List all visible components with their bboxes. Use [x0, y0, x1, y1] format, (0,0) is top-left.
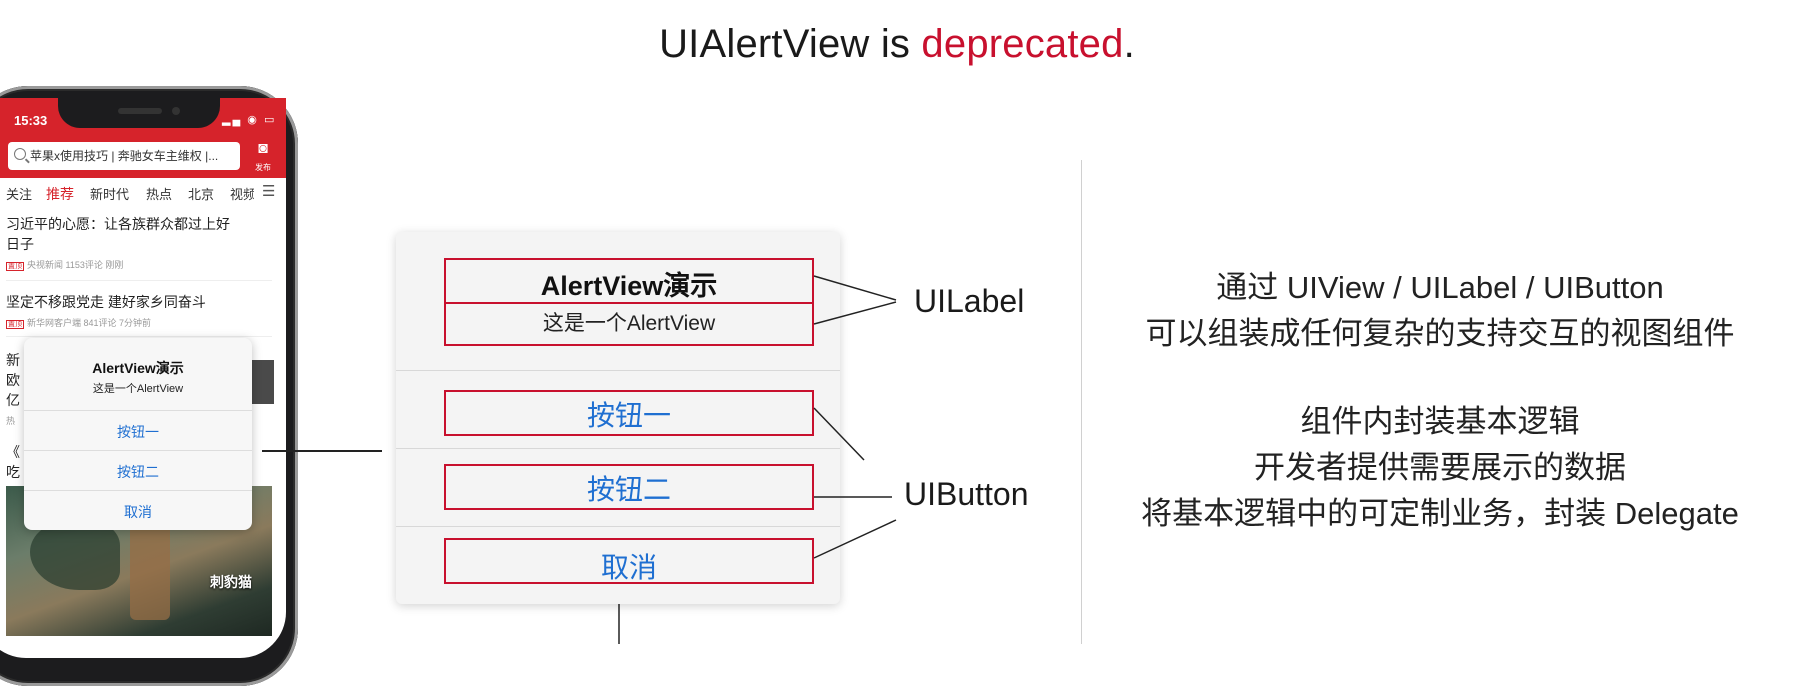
camera-icon[interactable]: ◙	[258, 140, 268, 157]
news-item-title[interactable]: 习近平的心愿：让各族群众都过上好日子	[6, 216, 230, 252]
right-text-line: 组件内封装基本逻辑	[1300, 404, 1580, 439]
news-meta-text: 新华网客户端 841评论 7分钟前	[27, 318, 152, 328]
divider	[396, 370, 840, 371]
news-thumbnail	[252, 360, 274, 404]
divider	[396, 448, 840, 449]
diagram-alert-view	[396, 232, 840, 604]
menu-icon[interactable]: ☰	[262, 183, 276, 200]
tab-follow[interactable]: 关注	[6, 187, 33, 202]
tab-hot[interactable]: 热点	[146, 187, 173, 202]
news-meta-text: 央视新闻 1153评论 刚刚	[27, 260, 124, 270]
button-highlight-box	[444, 538, 814, 584]
callout-lines	[618, 275, 897, 644]
mini-alert-title: AlertView演示	[92, 360, 184, 376]
news-item-title[interactable]: 坚定不移跟党走 建好家乡同奋斗	[6, 294, 206, 310]
tab-new-era[interactable]: 新时代	[90, 187, 130, 202]
divider	[396, 526, 840, 527]
news-item-meta: 置顶央视新闻 1153评论 刚刚	[6, 258, 123, 271]
mini-alert-cancel-button[interactable]: 取消	[124, 504, 152, 520]
diagram-button-two[interactable]: 按钮二	[586, 474, 671, 505]
image-caption: 刺豹猫	[210, 574, 252, 590]
uibutton-callout: UIButton	[904, 476, 1029, 512]
mini-alert-view	[24, 338, 252, 530]
tab-recommend[interactable]: 推荐	[46, 186, 74, 202]
diagram-button-one[interactable]: 按钮一	[586, 400, 671, 431]
button-highlight-box	[444, 464, 814, 510]
mini-alert-button-two[interactable]: 按钮二	[117, 464, 159, 480]
button-highlight-box	[444, 390, 814, 436]
divider	[24, 450, 252, 451]
right-text-line: 将基本逻辑中的可定制业务，封装 Delegate	[1141, 496, 1739, 531]
right-text-line: 通过 UIView / UILabel / UIButton	[1216, 270, 1664, 305]
channel-tabs	[0, 178, 286, 206]
label-highlight-box	[444, 302, 814, 346]
mini-alert-message: 这是一个AlertView	[92, 383, 184, 395]
mini-alert-button-one[interactable]: 按钮一	[117, 424, 159, 440]
right-text-line: 开发者提供需要展示的数据	[1254, 450, 1626, 485]
news-item-fragment: 亿	[6, 392, 20, 408]
connector-line	[262, 450, 382, 452]
speaker-grille	[118, 108, 162, 114]
divider	[24, 490, 252, 491]
title-accent: deprecated	[921, 22, 1124, 66]
news-tag: 置顶	[6, 320, 24, 329]
divider	[24, 410, 252, 411]
front-camera	[172, 107, 180, 115]
image-creature	[30, 520, 120, 590]
search-input[interactable]: 苹果x使用技巧 | 奔驰女车主维权 |...	[8, 142, 240, 170]
title-prefix: UIAlertView is	[659, 22, 922, 66]
news-item-fragment: 新	[6, 352, 20, 368]
signal-wifi-battery-icon: ▂▄ ◉ ▭	[222, 114, 277, 126]
publish-label: 发布	[255, 163, 271, 172]
news-item-fragment: 吃	[6, 464, 20, 480]
tab-beijing[interactable]: 北京	[188, 187, 215, 202]
tab-video[interactable]: 视频	[230, 187, 254, 202]
right-text-line: 可以组装成任何复杂的支持交互的视图组件	[1145, 316, 1735, 351]
diagram-cancel-button[interactable]: 取消	[600, 552, 657, 583]
news-item-meta: 置顶新华网客户端 841评论 7分钟前	[6, 316, 151, 329]
news-item-fragment: 《	[6, 444, 20, 460]
title-suffix: .	[1123, 22, 1135, 66]
news-item-fragment: 欧	[6, 372, 20, 388]
divider	[6, 280, 272, 281]
vertical-divider	[1081, 160, 1082, 644]
diagram-alert-message: 这是一个AlertView	[542, 312, 716, 335]
search-icon	[14, 148, 26, 160]
status-time: 15:33	[14, 113, 48, 128]
uilabel-callout: UILabel	[914, 283, 1025, 319]
news-tag: 热	[6, 416, 16, 426]
diagram-alert-title: AlertView演示	[540, 271, 718, 301]
news-tag: 置顶	[6, 262, 24, 271]
divider	[6, 336, 272, 337]
slide-title: UIAlertView is deprecated.	[0, 22, 1794, 67]
